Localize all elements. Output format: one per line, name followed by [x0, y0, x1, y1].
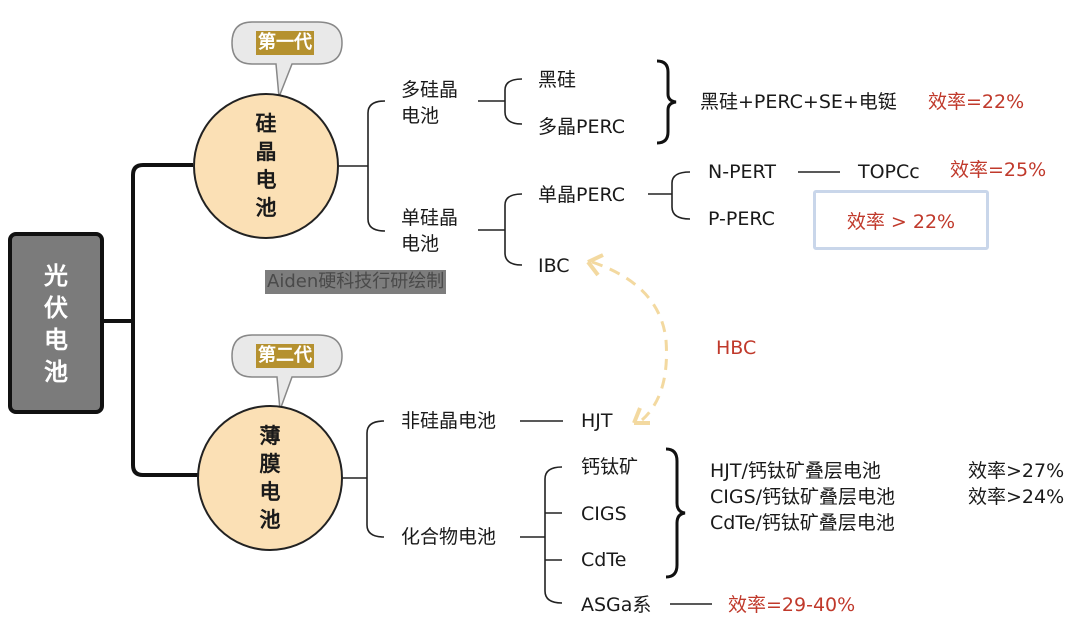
circle-silicon-label: 硅 晶 电 池 [251, 110, 281, 222]
efficiency-topcon: 效率=25% [950, 159, 1047, 181]
gen2-label: 第二代 [256, 344, 314, 368]
node-black-silicon: 黑硅 [538, 69, 577, 91]
arrowhead-to-hjt [632, 407, 650, 425]
root-label: 光 伏 电 池 [12, 260, 100, 388]
circle-char: 膜 [259, 452, 281, 476]
circle-char: 薄 [259, 424, 281, 448]
efficiency-poly: 效率=22% [928, 91, 1025, 113]
tandem-item: HJT/钙钛矿叠层电池 [710, 460, 881, 482]
hbc-arrow [591, 260, 668, 422]
node-hjt: HJT [581, 410, 613, 432]
circle-char: 池 [259, 508, 281, 532]
circle-char: 晶 [255, 140, 277, 164]
watermark: Aiden硬科技行研绘制 [265, 270, 447, 294]
gen1-connectors [338, 78, 840, 266]
circle-char: 电 [259, 480, 281, 504]
node-label-line: 单硅晶 [401, 207, 459, 229]
root-char: 伏 [44, 294, 68, 322]
root-char: 池 [44, 358, 68, 386]
node-cigs: CIGS [581, 503, 627, 525]
trunk-bracket [131, 163, 198, 477]
gen1-label: 第一代 [256, 31, 314, 55]
root-char: 光 [44, 262, 68, 290]
circle-char: 硅 [255, 112, 277, 136]
node-amorphous: 非硅晶电池 [401, 410, 497, 432]
node-p-perc: P-PERC [708, 208, 775, 230]
node-compound: 化合物电池 [401, 526, 497, 548]
efficiency-asga: 效率=29-40% [728, 594, 856, 616]
node-poly-silicon: 多硅晶 电池 [401, 77, 458, 129]
node-mono-silicon: 单硅晶 电池 [401, 205, 458, 257]
tandem-efficiency: 效率>27% [968, 460, 1065, 482]
node-mono-perc: 单晶PERC [538, 184, 625, 206]
brace-poly [656, 59, 677, 145]
tandem-list: HJT/钙钛矿叠层电池 CIGS/钙钛矿叠层电池 CdTe/钙钛矿叠层电池 [710, 458, 895, 536]
gen2-connectors [342, 420, 712, 605]
node-asga: ASGa系 [581, 594, 652, 616]
node-poly-perc: 多晶PERC [538, 116, 625, 138]
node-ibc: IBC [538, 255, 570, 277]
node-label-line: 多硅晶 [401, 79, 459, 101]
node-poly-combined: 黑硅+PERC+SE+电铤 [700, 91, 897, 113]
circle-char: 池 [255, 196, 277, 220]
efficiency-highlight-box: 效率 > 22% [813, 190, 989, 250]
brace-compound [665, 447, 686, 579]
tandem-efficiency: 效率>24% [968, 486, 1065, 508]
node-perovskite: 钙钛矿 [581, 456, 639, 478]
node-n-pert: N-PERT [708, 161, 776, 183]
node-cdte: CdTe [581, 549, 627, 571]
arrowhead-to-ibc [586, 253, 604, 277]
circle-char: 电 [255, 168, 277, 192]
efficiency-p-perc: 效率 > 22% [846, 211, 956, 233]
tandem-efficiency-list: 效率>27% 效率>24% [968, 458, 1064, 510]
node-topcon: TOPCc [858, 161, 920, 183]
hbc-label: HBC [716, 337, 757, 359]
node-label-line: 电池 [401, 105, 440, 127]
root-node: 光 伏 电 池 [8, 232, 104, 414]
tandem-item: CdTe/钙钛矿叠层电池 [710, 512, 895, 534]
circle-thinfilm-label: 薄 膜 电 池 [255, 422, 285, 534]
node-label-line: 电池 [401, 233, 440, 255]
tandem-item: CIGS/钙钛矿叠层电池 [710, 486, 896, 508]
root-char: 电 [44, 326, 68, 354]
